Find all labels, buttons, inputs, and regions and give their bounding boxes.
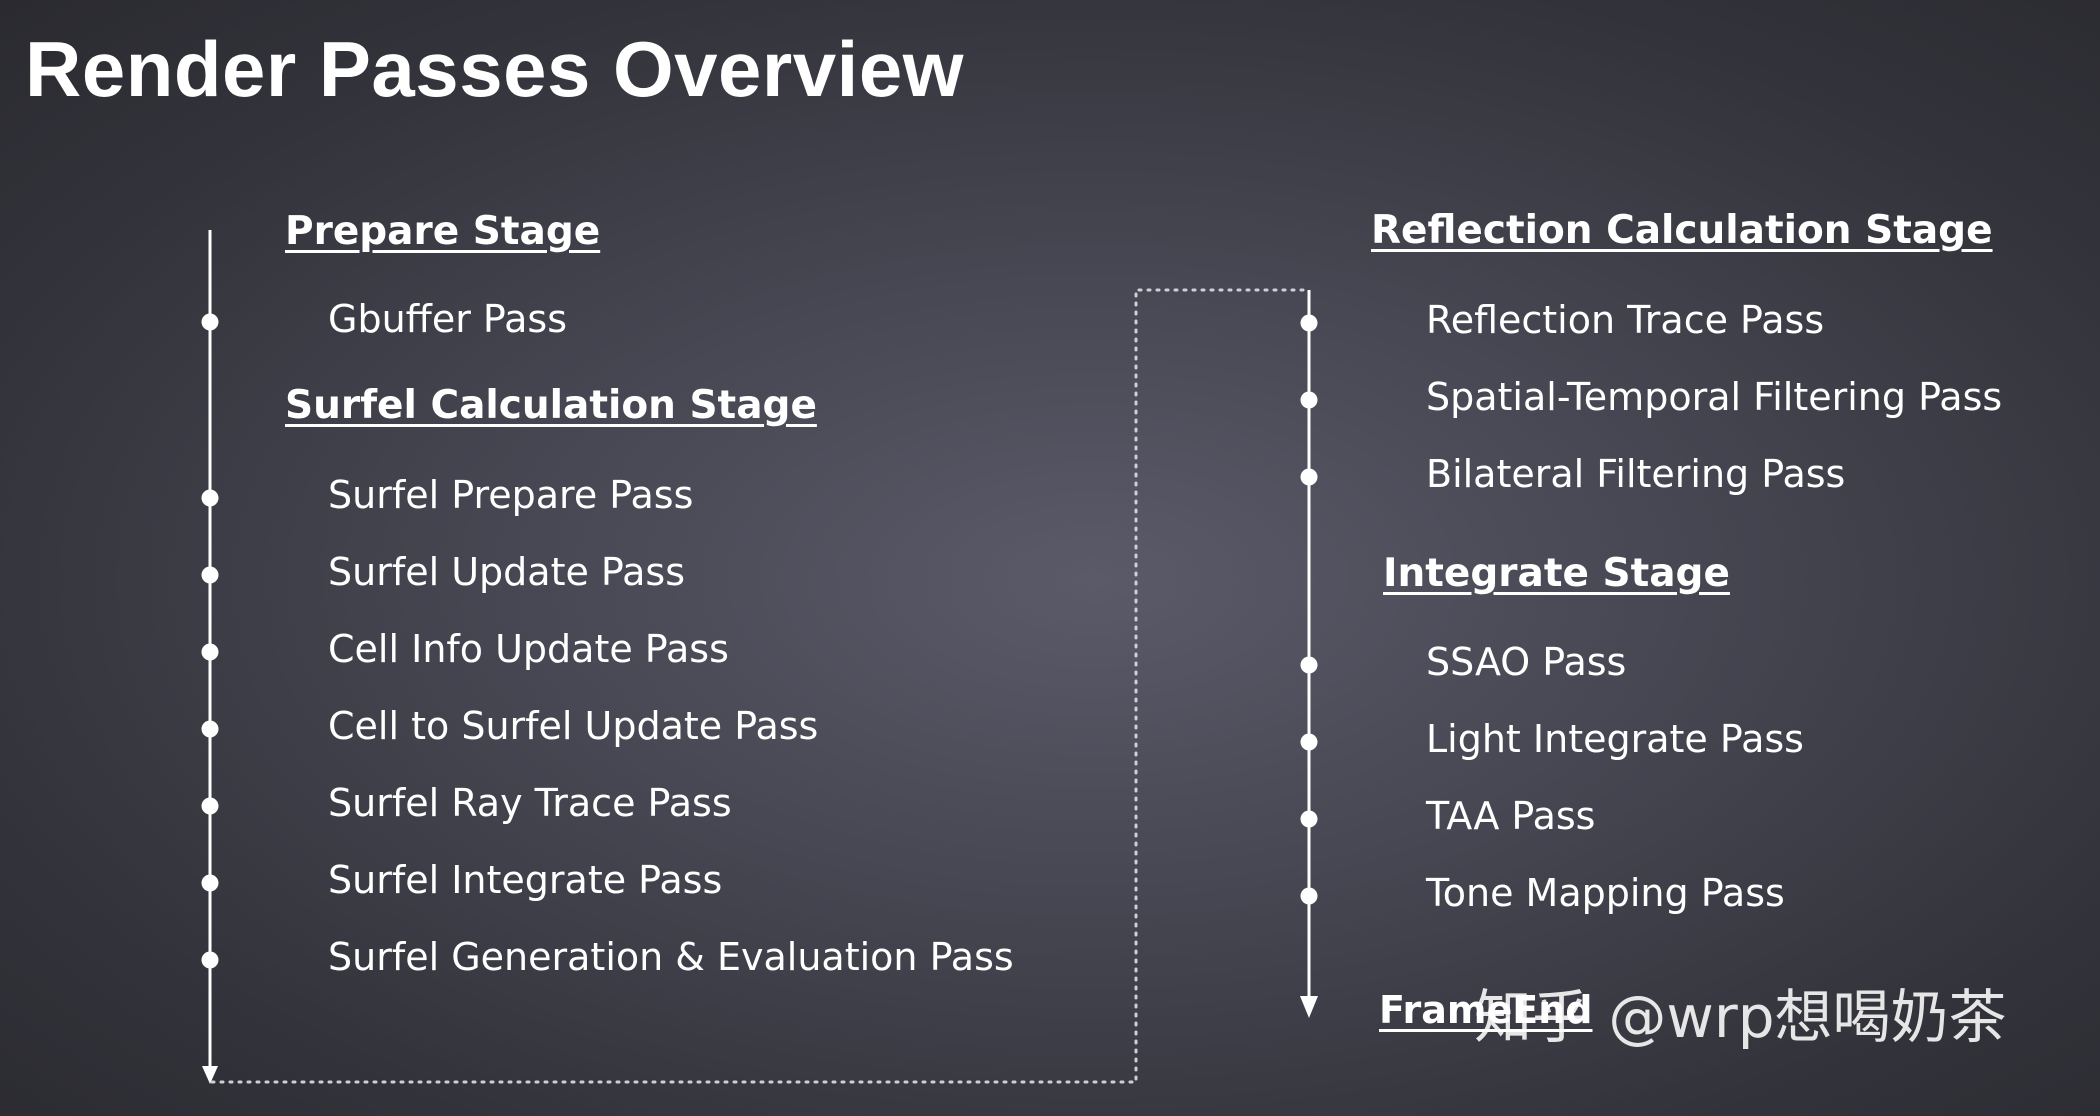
pass-tone-mapping: Tone Mapping Pass [1426, 871, 1785, 915]
pass-surfel-generation-evaluation: Surfel Generation & Evaluation Pass [328, 935, 1014, 979]
pass-surfel-update: Surfel Update Pass [328, 550, 686, 594]
timeline-dot [201, 874, 219, 892]
right-timeline-arrow [1300, 996, 1318, 1018]
timeline-dot [201, 566, 219, 584]
timeline-dot [201, 313, 219, 331]
timeline-dot [1300, 733, 1318, 751]
timeline-dot [201, 797, 219, 815]
stage-prepare: Prepare Stage [285, 209, 601, 254]
timeline-dot [201, 720, 219, 738]
stage-integrate: Integrate Stage [1383, 551, 1730, 596]
pass-reflection-trace: Reflection Trace Pass [1426, 298, 1825, 342]
timeline-dot [1300, 810, 1318, 828]
left-timeline-arrow [202, 1066, 218, 1084]
pass-ssao: SSAO Pass [1426, 640, 1627, 684]
pass-surfel-ray-trace: Surfel Ray Trace Pass [328, 781, 732, 825]
pass-surfel-integrate: Surfel Integrate Pass [328, 858, 723, 902]
pass-cell-to-surfel-update: Cell to Surfel Update Pass [328, 704, 819, 748]
frame-end-label: FrameEnd [1379, 988, 1593, 1032]
timeline-dot [1300, 468, 1318, 486]
pass-bilateral-filtering: Bilateral Filtering Pass [1426, 452, 1846, 496]
stage-reflection-calculation: Reflection Calculation Stage [1371, 208, 1993, 253]
timeline-dot [1300, 656, 1318, 674]
timeline-dot [201, 643, 219, 661]
slide-title: Render Passes Overview [25, 25, 964, 113]
pass-light-integrate: Light Integrate Pass [1426, 717, 1804, 761]
timeline-dot [1300, 391, 1318, 409]
timeline-dot [1300, 314, 1318, 332]
timeline-dot [1300, 887, 1318, 905]
timeline-dot [201, 489, 219, 507]
pass-gbuffer: Gbuffer Pass [328, 297, 568, 341]
pass-spatial-temporal-filtering: Spatial-Temporal Filtering Pass [1426, 375, 2003, 419]
watermark: 知乎 @wrp想喝奶茶 [1474, 983, 2007, 1051]
stage-surfel-calculation: Surfel Calculation Stage [285, 383, 817, 428]
dotted-connector [210, 288, 1312, 1084]
pass-cell-info-update: Cell Info Update Pass [328, 627, 729, 671]
pass-taa: TAA Pass [1426, 794, 1596, 838]
pass-surfel-prepare: Surfel Prepare Pass [328, 473, 694, 517]
timeline-dot [201, 951, 219, 969]
